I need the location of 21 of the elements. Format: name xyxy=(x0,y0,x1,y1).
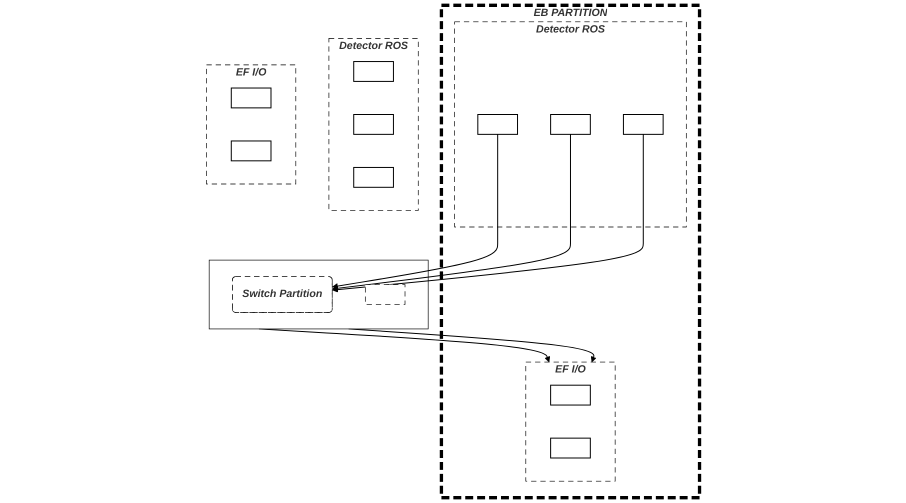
node-box xyxy=(550,438,591,458)
arrow xyxy=(348,328,596,362)
arrow xyxy=(258,328,550,362)
cluster: EF I/O xyxy=(525,362,616,482)
node-box xyxy=(353,61,394,82)
node-box xyxy=(353,114,394,135)
cluster: Detector ROS xyxy=(328,38,419,211)
cluster: Detector ROS xyxy=(454,22,687,228)
node-box xyxy=(550,384,591,406)
node-box xyxy=(622,114,664,135)
cluster: EF I/O xyxy=(206,64,296,184)
arrow xyxy=(332,134,571,292)
node-box xyxy=(230,140,272,162)
cluster xyxy=(208,260,428,330)
node-box xyxy=(364,284,406,305)
node-box xyxy=(353,166,394,188)
node-box xyxy=(477,114,518,135)
node-box xyxy=(550,114,591,135)
arrow xyxy=(332,134,644,292)
arrow xyxy=(332,134,498,289)
node-box xyxy=(230,88,272,108)
